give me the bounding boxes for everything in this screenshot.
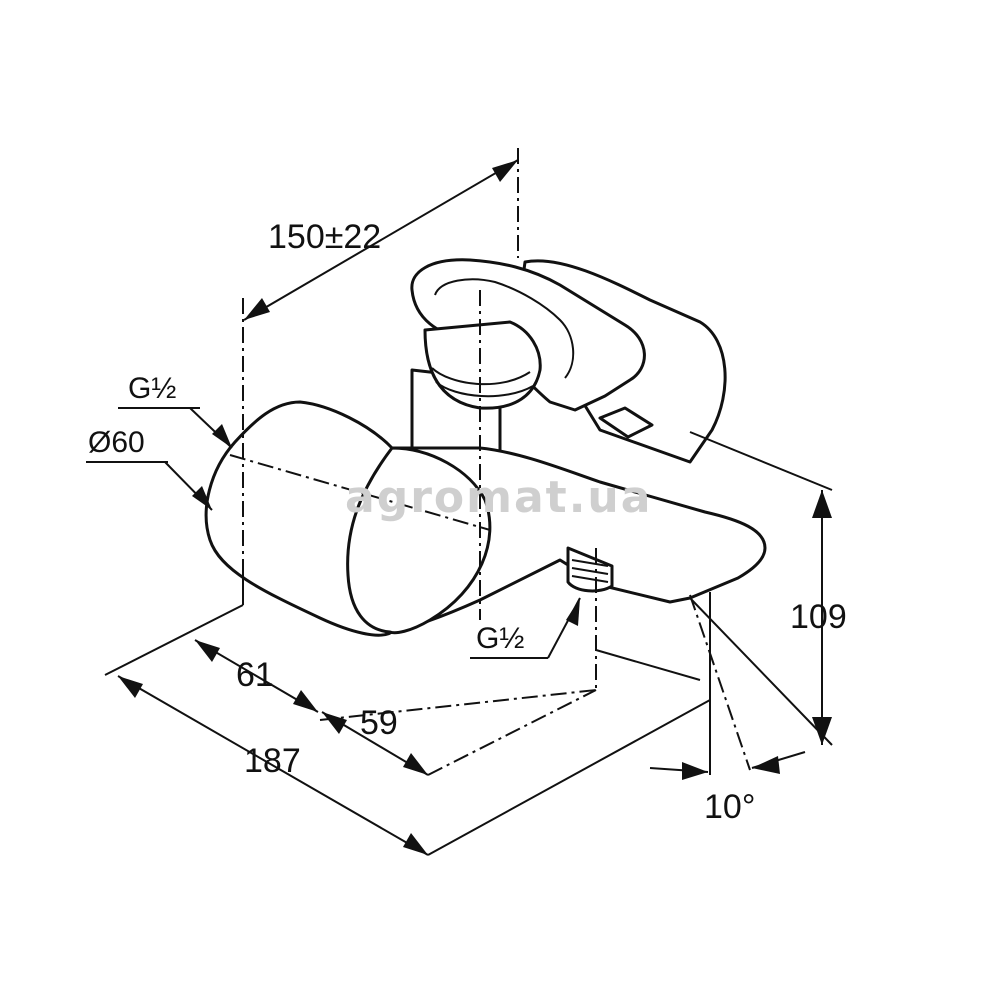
mixer-body	[388, 446, 767, 634]
diverter-button	[598, 406, 654, 439]
faucet-body	[204, 258, 767, 637]
watermark: agromat.ua	[345, 472, 652, 523]
cartridge-knob	[423, 320, 542, 410]
dim-inlet-left: G½	[128, 372, 176, 405]
dim-depth-a: 61	[236, 656, 274, 694]
cylinder-end-cap	[346, 446, 492, 635]
dim-height: 109	[790, 598, 847, 636]
dim-length: 187	[244, 742, 301, 780]
dim-spread: 150±22	[268, 218, 381, 256]
dimension-labels: 150±22 G½ Ø60 G½ 109 61 59 187 10°	[88, 218, 847, 826]
dim-depth-b: 59	[360, 704, 398, 742]
center-lines	[229, 148, 751, 776]
handle-inner	[434, 278, 575, 379]
dimension-lines	[86, 159, 833, 856]
left-cylinder	[204, 400, 394, 637]
dim-diameter: Ø60	[88, 426, 145, 459]
dim-inlet-bottom: G½	[476, 622, 524, 655]
dim-angle: 10°	[704, 788, 755, 826]
